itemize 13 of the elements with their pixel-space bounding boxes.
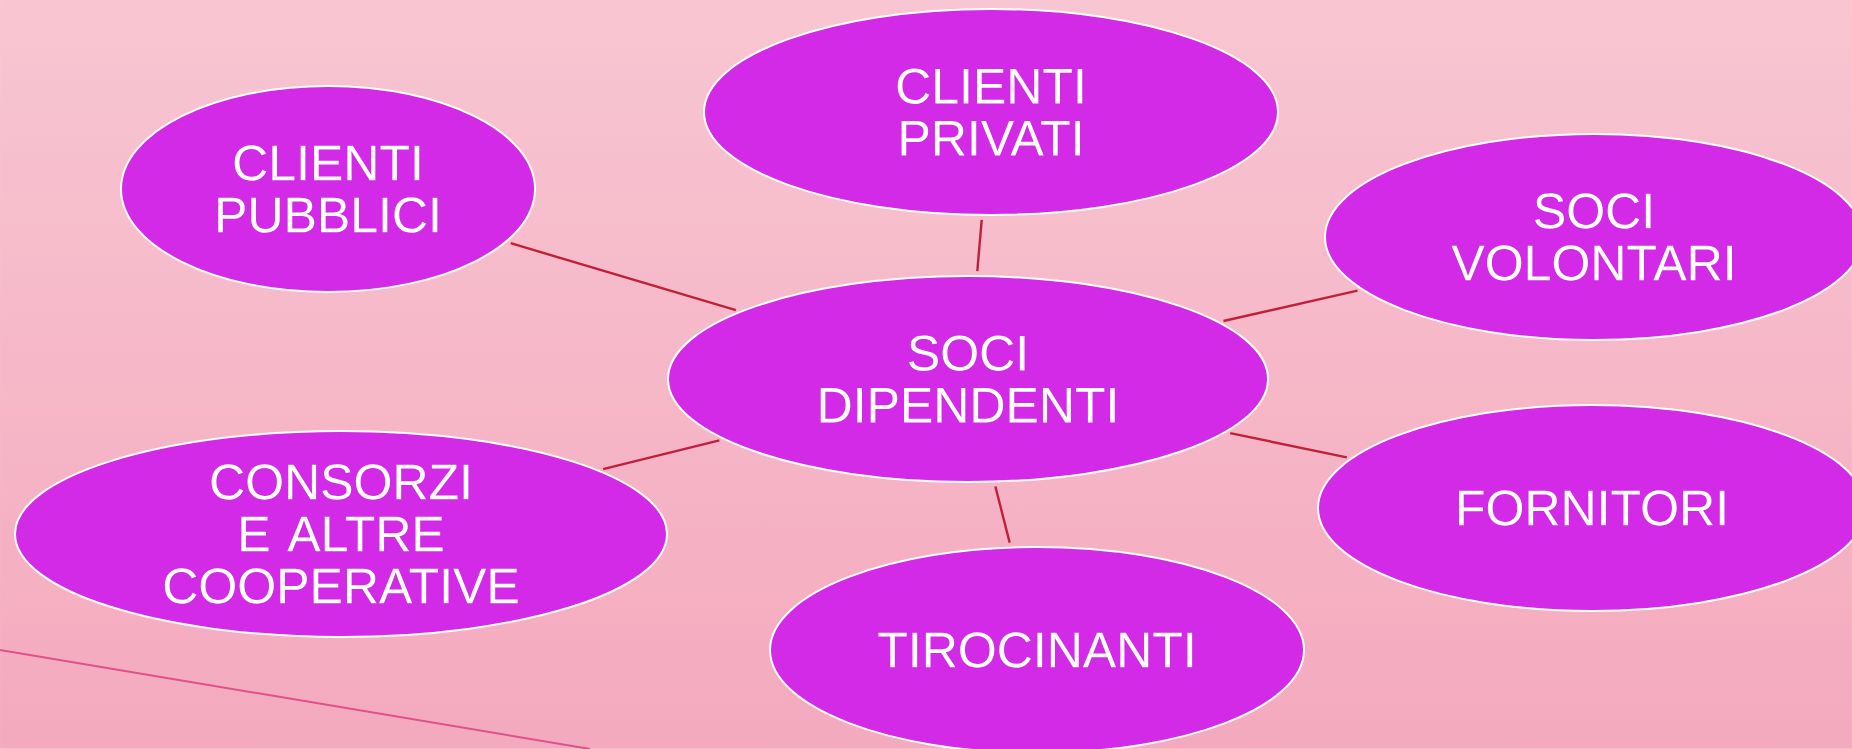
ellipse-node: TIROCINANTI [769, 546, 1305, 749]
ellipse-node: CLIENTI PRIVATI [703, 8, 1279, 216]
ellipse-node: SOCI VOLONTARI [1324, 133, 1852, 341]
ellipse-node: CONSORZI E ALTRE COOPERATIVE [14, 430, 668, 638]
connector-line [1229, 432, 1348, 459]
connector-line [602, 439, 720, 471]
ellipse-node: SOCI DIPENDENTI [667, 275, 1269, 483]
ellipse-node: CLIENTI PUBBLICI [120, 85, 536, 293]
connector-line [976, 219, 983, 272]
connector-line [510, 242, 737, 312]
connector-line [1223, 289, 1358, 323]
connector-line [994, 486, 1011, 543]
ellipse-node: FORNITORI [1317, 404, 1852, 612]
